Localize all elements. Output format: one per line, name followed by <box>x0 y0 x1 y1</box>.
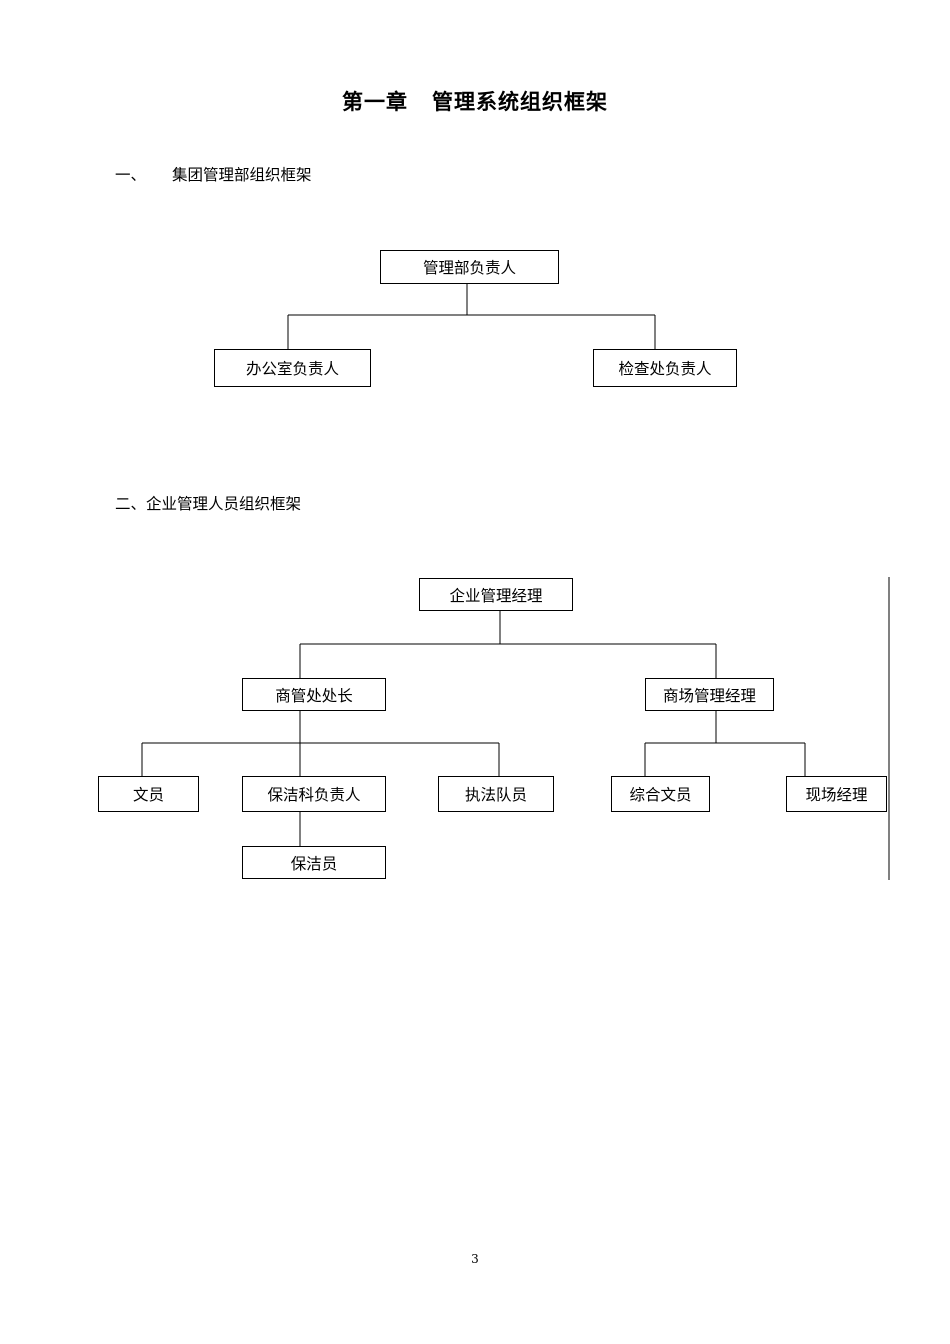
org-node-management-head: 管理部负责人 <box>380 250 559 284</box>
org-node-cleaner: 保洁员 <box>242 846 386 879</box>
org-node-enforcement-officer: 执法队员 <box>438 776 554 812</box>
org-node-enterprise-manager: 企业管理经理 <box>419 578 573 611</box>
org-node-office-head: 办公室负责人 <box>214 349 371 387</box>
section-1-title: 集团管理部组织框架 <box>172 166 312 184</box>
chapter-number: 第一章 <box>342 90 408 114</box>
org-node-commerce-director: 商管处处长 <box>242 678 386 711</box>
section-2-heading: 二、企业管理人员组织框架 <box>115 495 302 513</box>
org-node-general-clerk: 综合文员 <box>611 776 710 812</box>
section-1-heading: 一、 集团管理部组织框架 <box>115 163 312 185</box>
org-node-cleaning-head: 保洁科负责人 <box>242 776 386 812</box>
org-node-site-manager: 现场经理 <box>786 776 887 812</box>
org-node-mall-manager: 商场管理经理 <box>645 678 774 711</box>
page-number: 3 <box>471 1252 479 1266</box>
org-node-clerk: 文员 <box>98 776 199 812</box>
page-title: 第一章管理系统组织框架 <box>0 86 950 116</box>
chapter-title: 管理系统组织框架 <box>432 90 608 114</box>
org-node-inspection-head: 检查处负责人 <box>593 349 737 387</box>
section-1-number: 一、 <box>115 166 147 184</box>
